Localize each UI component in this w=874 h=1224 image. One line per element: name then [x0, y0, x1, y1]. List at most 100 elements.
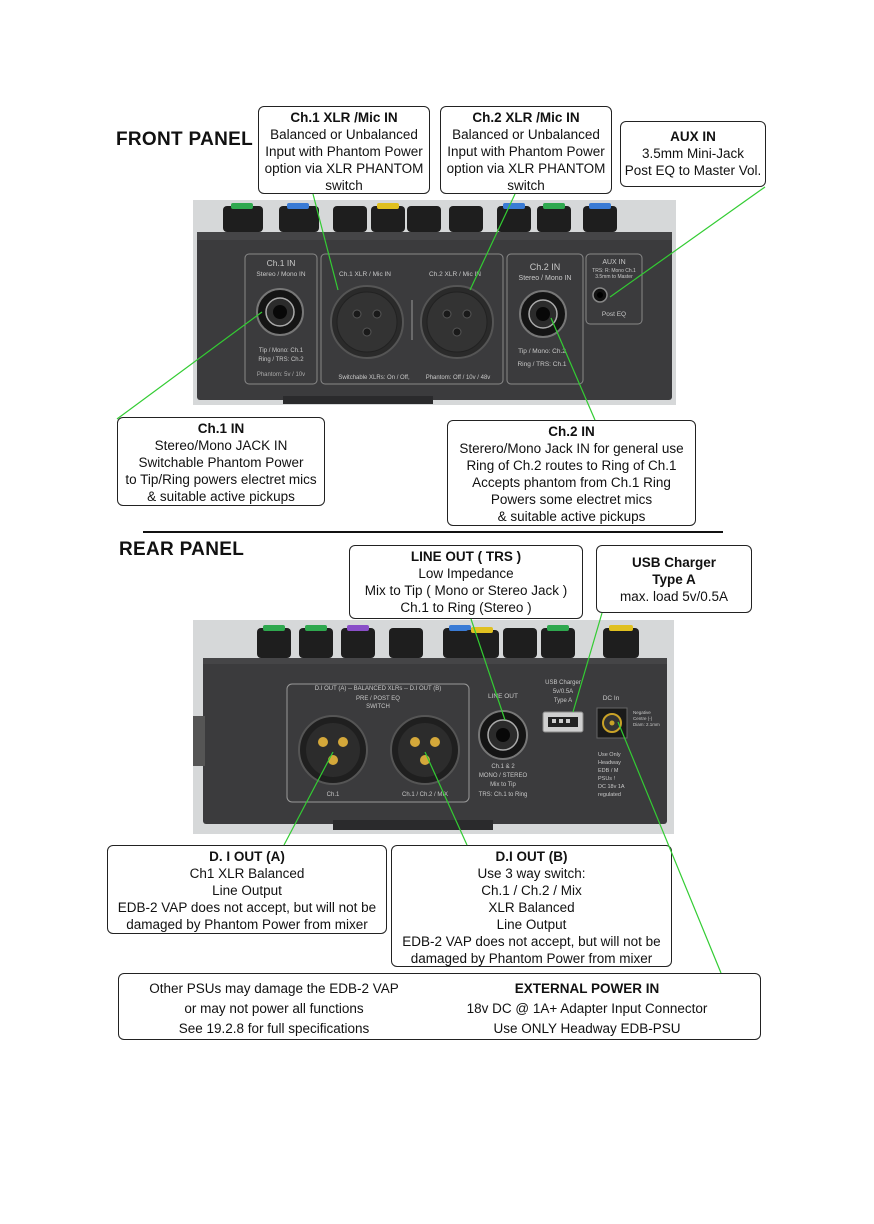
rear-panel-heading: REAR PANEL: [119, 539, 245, 560]
callout-line: Use ONLY Headway EDB-PSU: [493, 1021, 681, 1036]
power-spec: EXTERNAL POWER IN 18v DC @ 1A+ Adapter I…: [437, 979, 737, 1039]
panel-label-di-header: D.I OUT (A) -- BALANCED XLRs -- D.I OUT …: [315, 686, 441, 692]
panel-label-di-sub2: SWITCH: [366, 704, 390, 710]
callout-line: switch: [325, 178, 363, 193]
callout-ch1-xlr: Ch.1 XLR /Mic IN Balanced or Unbalanced …: [258, 106, 430, 194]
rear-panel-image: D.I OUT (A) -- BALANCED XLRs -- D.I OUT …: [193, 620, 674, 834]
callout-title: Ch.1 IN: [197, 421, 245, 436]
panel-label-line-sub2: MONO / STEREO: [479, 773, 528, 779]
callout-usb-charger: USB Charger Type A max. load 5v/0.5A: [596, 545, 752, 613]
xlr-out-b: [390, 715, 460, 785]
callout-line: Low Impedance: [418, 566, 514, 581]
panel-label-ch1-in: Ch.1 IN: [267, 258, 296, 268]
callout-di-out-a: D. I OUT (A) Ch1 XLR Balanced Line Outpu…: [107, 845, 387, 934]
callout-line: 3.5mm Mini-Jack: [641, 146, 744, 161]
panel-label-xlr-switch: Switchable XLRs: On / Off,: [338, 375, 410, 381]
callout-line: Post EQ to Master Vol.: [624, 163, 762, 178]
callout-external-power: Other PSUs may damage the EDB-2 VAP or m…: [118, 973, 761, 1040]
callout-title: LINE OUT ( TRS ): [410, 549, 522, 564]
callout-line: See 19.2.8 for full specifications: [178, 1021, 370, 1036]
callout-title: USB Charger: [631, 555, 717, 570]
panel-label-aux-post: Post EQ: [602, 311, 626, 318]
callout-line: option via XLR PHANTOM: [264, 161, 424, 176]
callout-line: max. load 5v/0.5A: [619, 589, 729, 604]
panel-label-aux-sub2: 3.5mm to Master: [595, 274, 633, 280]
front-panel-heading: FRONT PANEL: [116, 129, 253, 150]
callout-title: D.I OUT (B): [495, 849, 568, 864]
callout-line: option via XLR PHANTOM: [446, 161, 606, 176]
callout-line: damaged by Phantom Power from mixer: [410, 951, 653, 966]
callout-title: AUX IN: [670, 129, 716, 144]
callout-line: Powers some electret mics: [490, 492, 653, 507]
callout-title: EXTERNAL POWER IN: [514, 981, 660, 996]
callout-line: Input with Phantom Power: [447, 144, 605, 159]
xlr-out-a: [298, 715, 368, 785]
section-divider: [143, 531, 723, 533]
panel-label-dc-2: Headway: [598, 760, 621, 766]
panel-label-ch1-ring: Ring / TRS: Ch.2: [258, 357, 304, 363]
panel-label-line-out: LINE OUT: [488, 693, 518, 700]
callout-line: XLR Balanced: [488, 900, 575, 915]
callout-line: Balanced or Unbalanced: [270, 127, 418, 142]
panel-label-ch2-ring: Ring / TRS: Ch.1: [517, 361, 566, 368]
callout-aux-in: AUX IN 3.5mm Mini-Jack Post EQ to Master…: [620, 121, 766, 187]
panel-label-ch1-sub: Stereo / Mono IN: [256, 271, 305, 278]
callout-line: to Tip/Ring powers electret mics: [125, 472, 317, 487]
panel-label-xlr2: Ch.2 XLR / Mic IN: [429, 271, 481, 278]
panel-label-ch1-phantom: Phantom: 5v / 10v: [257, 372, 305, 378]
xlr-socket-ch1: [330, 285, 404, 359]
callout-line: Ch1 XLR Balanced: [189, 866, 305, 881]
callout-line: Input with Phantom Power: [265, 144, 423, 159]
panel-label-dc-centre: Centre (-): [633, 716, 653, 721]
callout-line: Sterero/Mono Jack IN for general use: [459, 441, 684, 456]
panel-label-ch2-tip: Tip / Mono: Ch.2: [518, 348, 566, 355]
callout-line-out: LINE OUT ( TRS ) Low Impedance Mix to Ti…: [349, 545, 583, 619]
panel-label-usb2: 5v/0.5A: [553, 689, 573, 695]
panel-label-dc-4: PSUs !: [598, 776, 616, 782]
panel-label-line-sub1: Ch.1 & 2: [491, 764, 515, 770]
callout-line: Stereo/Mono JACK IN: [154, 438, 288, 453]
power-warning: Other PSUs may damage the EDB-2 VAP or m…: [119, 979, 429, 1039]
panel-label-dc-in: DC In: [603, 695, 620, 702]
callout-ch2-xlr: Ch.2 XLR /Mic IN Balanced or Unbalanced …: [440, 106, 612, 194]
callout-line: Ch.1 to Ring (Stereo ): [400, 600, 532, 615]
panel-label-usb3: Type A: [554, 698, 572, 704]
callout-line: Switchable Phantom Power: [138, 455, 304, 470]
front-panel-image: Ch.1 IN Stereo / Mono IN Tip / Mono: Ch.…: [193, 200, 676, 405]
callout-line: damaged by Phantom Power from mixer: [126, 917, 368, 932]
callout-line: 18v DC @ 1A+ Adapter Input Connector: [466, 1001, 708, 1016]
callout-line: Other PSUs may damage the EDB-2 VAP: [149, 981, 399, 996]
knob-row: [223, 203, 617, 232]
dc-power-socket: [596, 707, 628, 739]
panel-label-xlr-phantom: Phantom: Off / 10v / 48v: [426, 375, 491, 381]
callout-line: EDB-2 VAP does not accept, but will not …: [402, 934, 661, 949]
callout-line: Ch.1 / Ch.2 / Mix: [481, 883, 582, 898]
callout-line: Use 3 way switch:: [477, 866, 586, 881]
callout-line: & suitable active pickups: [147, 489, 295, 504]
callout-line: EDB-2 VAP does not accept, but will not …: [117, 900, 377, 915]
panel-label-aux-in: AUX IN: [602, 259, 625, 266]
usb-port: [542, 711, 584, 733]
panel-label-xlr-a: Ch.1: [327, 792, 340, 798]
callout-line: Line Output: [496, 917, 567, 932]
callout-title: Ch.1 XLR /Mic IN: [290, 110, 398, 125]
callout-title: Ch.2 XLR /Mic IN: [472, 110, 580, 125]
callout-line: & suitable active pickups: [497, 509, 646, 524]
callout-line: or may not power all functions: [184, 1001, 364, 1016]
callout-ch1-in: Ch.1 IN Stereo/Mono JACK IN Switchable P…: [117, 417, 325, 506]
panel-label-dc-diam: Diam: 2.1mm: [633, 722, 660, 727]
panel-label-xlr-b: Ch.1 / Ch.2 / MIX: [402, 792, 448, 798]
panel-label-usb1: USB Charger: [545, 680, 581, 686]
callout-di-out-b: D.I OUT (B) Use 3 way switch: Ch.1 / Ch.…: [391, 845, 672, 967]
panel-label-dc-5: DC 18v 1A: [598, 784, 625, 790]
panel-label-dc-neg: Negative: [633, 710, 651, 715]
panel-label-dc-1: Use Only: [598, 752, 621, 758]
panel-label-xlr1: Ch.1 XLR / Mic IN: [339, 271, 391, 278]
panel-label-ch1-tip: Tip / Mono: Ch.1: [259, 348, 304, 354]
panel-label-dc-3: EDB / M: [598, 768, 619, 774]
panel-label-ch2-sub: Stereo / Mono IN: [519, 275, 572, 282]
callout-title: D. I OUT (A): [209, 849, 285, 864]
panel-label-ch2-in: Ch.2 IN: [530, 262, 561, 272]
callout-title-2: Type A: [652, 572, 696, 587]
callout-line: Mix to Tip ( Mono or Stereo Jack ): [364, 583, 568, 598]
